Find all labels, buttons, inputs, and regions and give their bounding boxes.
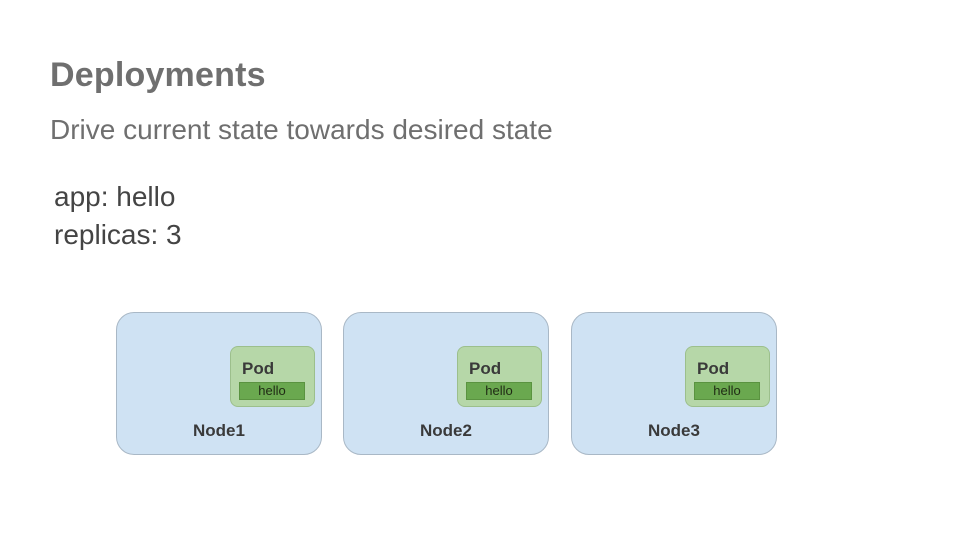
deployment-spec: app: hello replicas: 3 [54,178,182,254]
pod-box: Pod hello [685,346,770,407]
node-label: Node1 [193,421,245,440]
node-label: Node2 [420,421,472,440]
pod-label: Pod [242,359,275,378]
pod-app-tag: hello [466,382,532,400]
pod-box: Pod hello [457,346,542,407]
pod-label: Pod [697,359,730,378]
page-subtitle: Drive current state towards desired stat… [50,114,553,145]
node-box-2: Pod hello Node2 [343,312,549,455]
node-box-1: Pod hello Node1 [116,312,322,455]
page-title: Deployments [50,56,266,94]
node-box-3: Pod hello Node3 [571,312,777,455]
spec-app-line: app: hello [54,181,176,212]
node-label: Node3 [648,421,700,440]
pod-label: Pod [469,359,502,378]
spec-replicas-line: replicas: 3 [54,219,182,250]
pod-app-tag: hello [694,382,760,400]
pod-box: Pod hello [230,346,315,407]
pod-app-tag: hello [239,382,305,400]
